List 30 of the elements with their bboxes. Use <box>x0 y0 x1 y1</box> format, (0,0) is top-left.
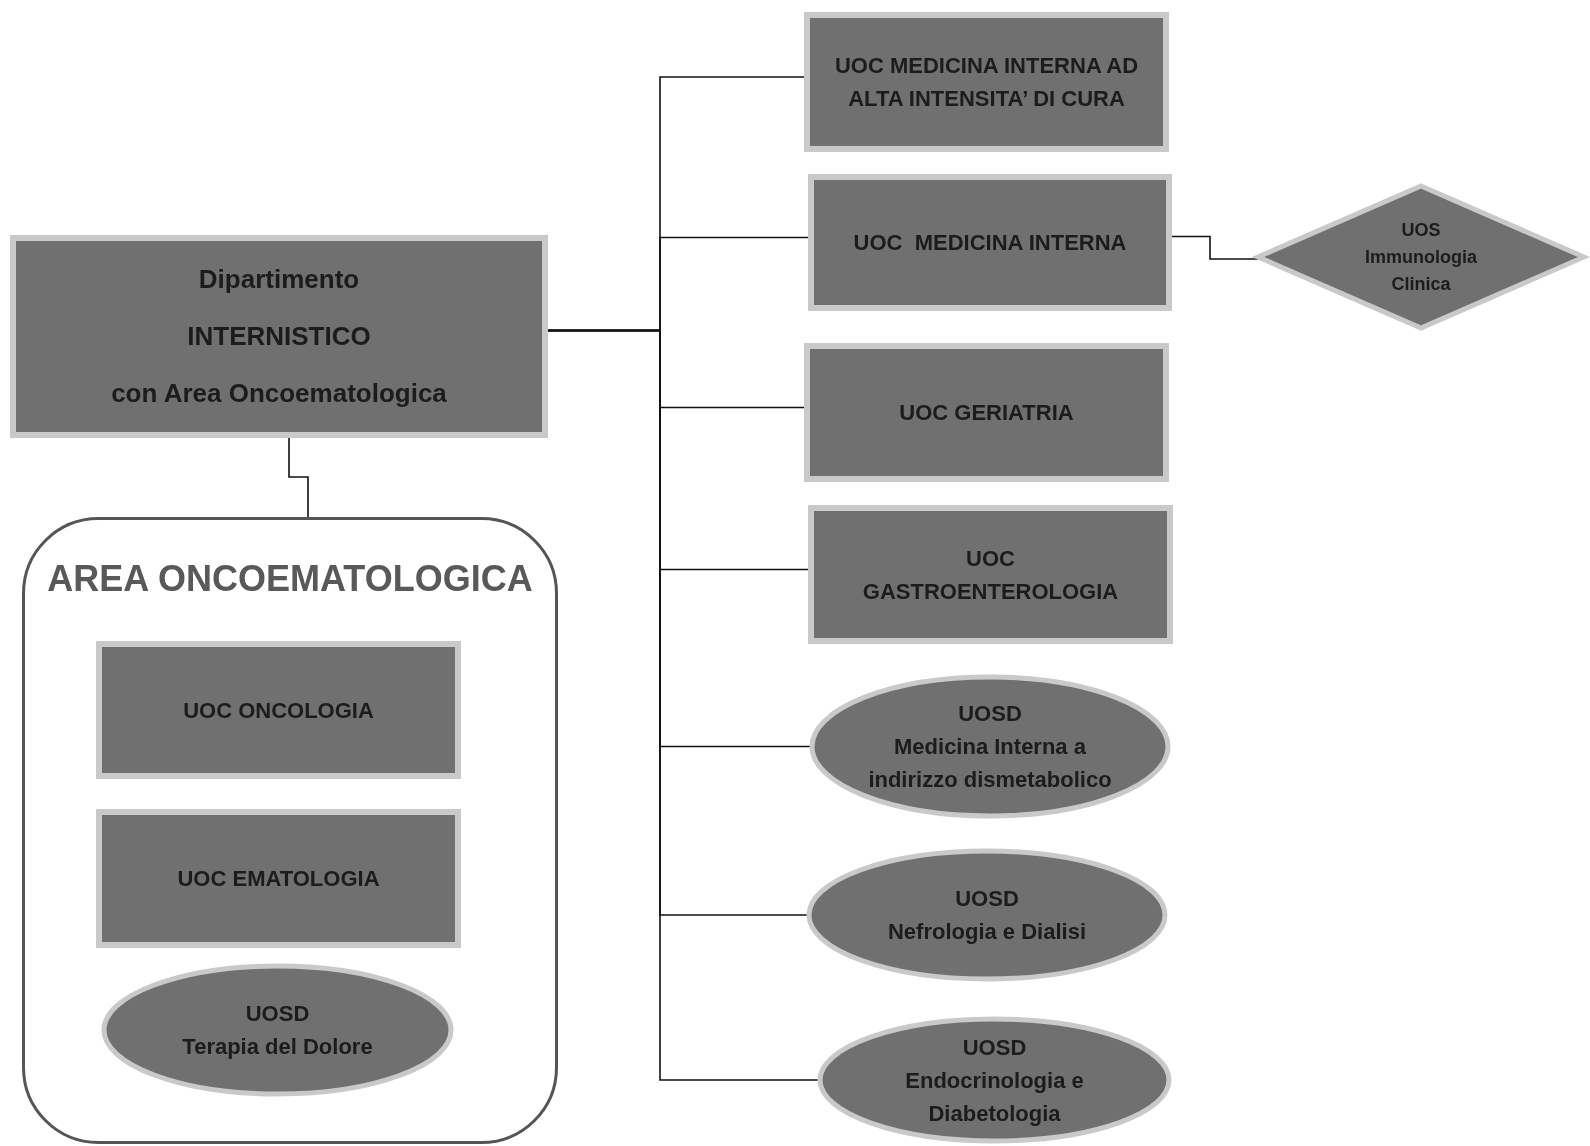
unit-box <box>804 343 1169 482</box>
unit-type: UOC <box>966 544 1015 573</box>
unit-box <box>808 505 1173 644</box>
unit-name: con Area Oncoematologica <box>111 378 447 410</box>
unit-box <box>96 809 461 948</box>
unit-type: UOSD <box>962 1033 1027 1062</box>
unit-name: GASTROENTEROLOGIA <box>862 577 1119 606</box>
unit-name: UOC MEDICINA INTERNA AD ALTA INTENSITA’ DI CURA <box>833 52 1140 113</box>
unit-box <box>808 174 1172 311</box>
unit-name: Terapia del Dolore <box>182 1033 373 1061</box>
unit-type: UOSD <box>958 700 1022 728</box>
unit-name: UOC MEDICINA INTERNA <box>853 229 1127 257</box>
area-title: AREA ONCOEMATOLOGICA <box>47 557 533 601</box>
unit-name: UOC EMATOLOGIA <box>177 865 380 893</box>
unit-name: Nefrologia e Dialisi <box>887 918 1087 946</box>
unit-type: UOSD <box>245 1000 310 1028</box>
unit-name: INTERNISTICO <box>187 320 371 353</box>
connector-line <box>1171 235 1259 260</box>
unit-name: Dipartimento <box>198 263 360 295</box>
unit-box <box>96 641 461 779</box>
unit-name: UOC GERIATRIA <box>899 399 1074 427</box>
unit-box <box>804 12 1169 152</box>
unit-name: Immunologia Clinica <box>1364 245 1478 296</box>
unit-name: Medicina Interna a indirizzo dismetabolico <box>867 733 1113 794</box>
connector-line <box>288 437 309 518</box>
unit-type: UOS <box>1401 218 1441 242</box>
unit-name: Endocrinologia e Diabetologia <box>904 1066 1085 1128</box>
unit-type: UOSD <box>955 885 1019 913</box>
unit-box <box>10 235 548 438</box>
unit-name: UOC ONCOLOGIA <box>183 696 374 725</box>
